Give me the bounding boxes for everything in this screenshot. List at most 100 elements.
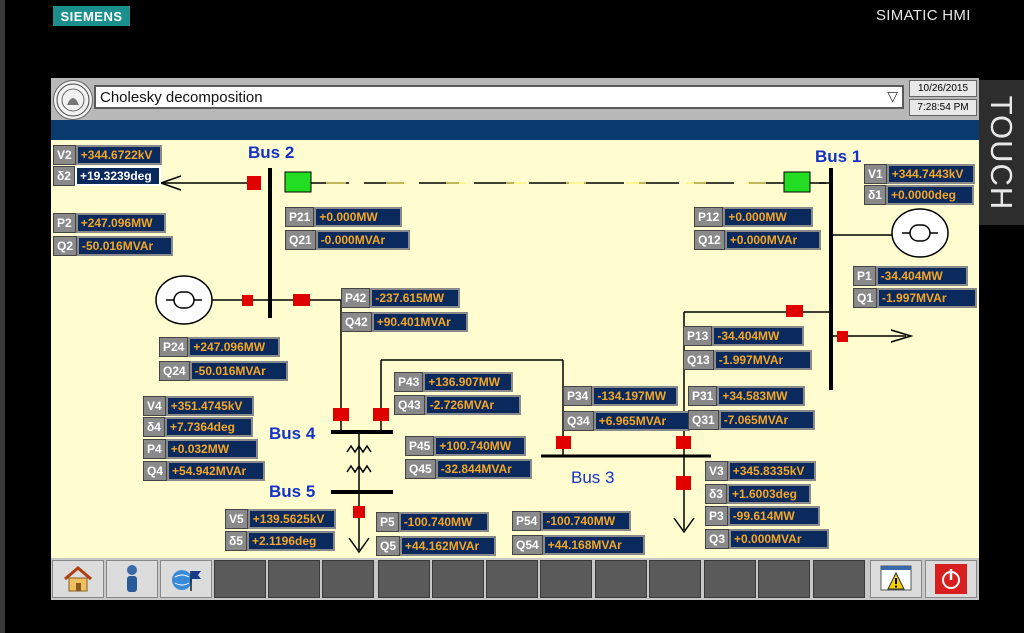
- value-p21[interactable]: +0.000MW: [314, 207, 403, 227]
- chevron-down-icon[interactable]: ▽: [887, 88, 898, 104]
- value-q4[interactable]: +54.942MVAr: [167, 461, 266, 481]
- readout-q13: Q13-1.997MVAr: [683, 350, 812, 370]
- bus-2-label: Bus 2: [248, 143, 295, 162]
- label-v3: V3: [705, 461, 728, 481]
- readout-q31: Q31-7.065MVAr: [688, 410, 815, 430]
- bus-4-label: Bus 4: [269, 424, 316, 443]
- value-v1[interactable]: +344.7443kV: [886, 164, 975, 184]
- readout-p21: P21+0.000MW: [285, 207, 403, 227]
- label-p21: P21: [285, 207, 315, 227]
- value-p54[interactable]: -100.740MW: [541, 511, 632, 531]
- function-key-9[interactable]: [486, 560, 538, 598]
- value-p13[interactable]: -34.404MW: [712, 326, 805, 346]
- value-q42[interactable]: +90.401MVAr: [371, 312, 468, 332]
- screen-title: Cholesky decomposition: [100, 89, 263, 106]
- time-display: 7:28:54 PM: [909, 99, 977, 116]
- value-d5[interactable]: +2.1196deg: [246, 531, 335, 551]
- value-q5[interactable]: +44.162MVAr: [400, 536, 497, 556]
- warning-icon: [880, 565, 912, 591]
- globe-flag-icon: [172, 570, 201, 591]
- value-d1[interactable]: +0.0000deg: [885, 185, 974, 205]
- function-key-bar: [51, 558, 979, 600]
- readout-v3: V3+345.8335kV: [705, 461, 816, 481]
- header-bar: Cholesky decomposition ▽ 10/26/2015 7:28…: [51, 78, 979, 120]
- bus-5-label: Bus 5: [269, 482, 316, 501]
- hmi-screen: Cholesky decomposition ▽ 10/26/2015 7:28…: [51, 78, 979, 600]
- value-v5[interactable]: +139.5625kV: [247, 509, 336, 529]
- readout-p42: P42-237.615MW: [341, 288, 461, 308]
- home-button[interactable]: [52, 560, 104, 598]
- function-key-7[interactable]: [378, 560, 430, 598]
- function-key-5[interactable]: [268, 560, 320, 598]
- value-p3[interactable]: -99.614MW: [727, 506, 820, 526]
- label-p42: P42: [341, 288, 371, 308]
- value-p43[interactable]: +136.907MW: [423, 372, 514, 392]
- screen-selector[interactable]: Cholesky decomposition ▽: [94, 85, 904, 109]
- readout-d3: δ3+1.6003deg: [705, 484, 811, 504]
- value-p2[interactable]: +247.096MW: [75, 213, 166, 233]
- readout-q42: Q42+90.401MVAr: [341, 312, 468, 332]
- value-q3[interactable]: +0.000MVAr: [729, 529, 830, 549]
- label-d4: δ4: [143, 417, 165, 437]
- value-d4[interactable]: +7.7364deg: [164, 417, 253, 437]
- readout-q21: Q21-0.000MVAr: [285, 230, 410, 250]
- label-q45: Q45: [405, 459, 436, 479]
- value-p5[interactable]: -100.740MW: [398, 512, 489, 532]
- value-p42[interactable]: -237.615MW: [370, 288, 461, 308]
- siemens-logo: SIEMENS: [53, 6, 130, 26]
- function-key-6[interactable]: [322, 560, 374, 598]
- function-key-11[interactable]: [595, 560, 647, 598]
- label-p4: P4: [143, 439, 166, 459]
- readout-p13: P13-34.404MW: [683, 326, 805, 346]
- value-q12[interactable]: +0.000MVAr: [724, 230, 821, 250]
- value-v3[interactable]: +345.8335kV: [727, 461, 816, 481]
- value-v4[interactable]: +351.4745kV: [165, 396, 254, 416]
- label-q3: Q3: [705, 529, 730, 549]
- function-key-14[interactable]: [758, 560, 810, 598]
- label-q43: Q43: [394, 395, 425, 415]
- value-q31[interactable]: -7.065MVAr: [718, 410, 815, 430]
- value-q2[interactable]: -50.016MVAr: [77, 236, 174, 256]
- label-q24: Q24: [159, 361, 190, 381]
- user-icon: [127, 565, 137, 592]
- function-key-10[interactable]: [540, 560, 592, 598]
- function-key-4[interactable]: [214, 560, 266, 598]
- value-d3[interactable]: +1.6003deg: [726, 484, 811, 504]
- value-q24[interactable]: -50.016MVAr: [189, 361, 288, 381]
- function-key-12[interactable]: [649, 560, 701, 598]
- value-p45[interactable]: +100.740MW: [434, 436, 527, 456]
- single-line-diagram: Bus 2 Bus 1 Bus 3 Bus 4 Bus 5 V2+344.672…: [51, 140, 979, 558]
- value-p4[interactable]: +0.032MW: [165, 439, 258, 459]
- function-key-8[interactable]: [432, 560, 484, 598]
- university-seal-icon: [53, 80, 93, 120]
- language-button[interactable]: [160, 560, 212, 598]
- label-d2: δ2: [53, 166, 75, 186]
- value-q21[interactable]: -0.000MVAr: [315, 230, 410, 250]
- value-p31[interactable]: +34.583MW: [717, 386, 806, 406]
- value-q54[interactable]: +44.168MVAr: [542, 535, 645, 555]
- alarm-window-button[interactable]: [870, 560, 922, 598]
- readout-v4: V4+351.4745kV: [143, 396, 254, 416]
- readout-q24: Q24-50.016MVAr: [159, 361, 288, 381]
- value-q34[interactable]: +6.965MVAr: [593, 411, 690, 431]
- value-p24[interactable]: +247.096MW: [188, 337, 281, 357]
- value-p1[interactable]: -34.404MW: [875, 266, 968, 286]
- readout-q34: Q34+6.965MVAr: [563, 411, 690, 431]
- function-key-15[interactable]: [813, 560, 865, 598]
- label-q2: Q2: [53, 236, 78, 256]
- value-q45[interactable]: -32.844MVAr: [435, 459, 532, 479]
- user-button[interactable]: [106, 560, 158, 598]
- value-q1[interactable]: -1.997MVAr: [877, 288, 978, 308]
- label-v2: V2: [53, 145, 76, 165]
- value-q43[interactable]: -2.726MVAr: [424, 395, 521, 415]
- readout-p1: P1-34.404MW: [853, 266, 968, 286]
- value-p12[interactable]: +0.000MW: [723, 207, 814, 227]
- value-d2[interactable]: +19.3239deg: [74, 166, 161, 186]
- readout-p43: P43+136.907MW: [394, 372, 514, 392]
- readout-q45: Q45-32.844MVAr: [405, 459, 532, 479]
- function-key-13[interactable]: [704, 560, 756, 598]
- value-q13[interactable]: -1.997MVAr: [713, 350, 812, 370]
- exit-button[interactable]: [925, 560, 977, 598]
- value-p34[interactable]: -134.197MW: [592, 386, 679, 406]
- value-v2[interactable]: +344.6722kV: [75, 145, 162, 165]
